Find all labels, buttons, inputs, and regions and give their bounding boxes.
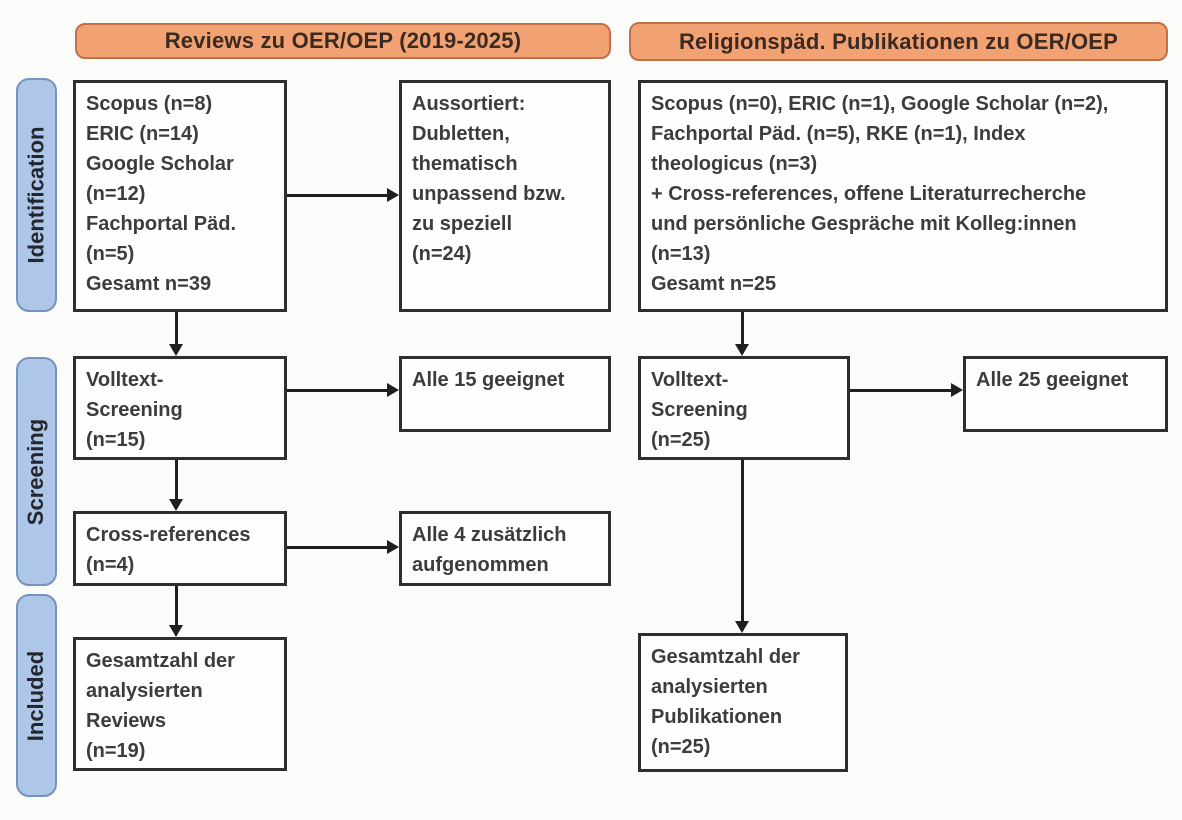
arrow-line [175,312,178,344]
box-left-identification-sources: Scopus (n=8) ERIC (n=14) Google Scholar … [73,80,287,312]
box-left-cross-references: Cross-references (n=4) [73,511,287,586]
box-left-eligible: Alle 15 geeignet [399,356,611,432]
arrow-line [287,389,387,392]
box-left-included-total: Gesamtzahl der analysierten Reviews (n=1… [73,637,287,771]
box-left-excluded: Aussortiert: Dubletten, thematisch unpas… [399,80,611,312]
column-header-religionspaed: Religionspäd. Publikationen zu OER/OEP [629,22,1168,61]
box-right-identification-sources: Scopus (n=0), ERIC (n=1), Google Scholar… [638,80,1168,312]
arrowhead-down-icon [735,344,749,356]
stage-label-included-text: Included [23,650,49,741]
arrow-line [175,460,178,499]
box-right-included-total: Gesamtzahl der analysierten Publikatione… [638,633,848,772]
box-right-eligible: Alle 25 geeignet [963,356,1168,432]
arrow-line [287,194,387,197]
arrowhead-right-icon [951,383,963,397]
arrowhead-down-icon [169,344,183,356]
stage-label-screening: Screening [16,357,57,586]
arrowhead-right-icon [387,383,399,397]
stage-label-screening-text: Screening [23,418,49,525]
arrow-line [287,546,387,549]
arrow-line [741,460,744,621]
box-left-fulltext-screening: Volltext- Screening (n=15) [73,356,287,460]
arrow-line [850,389,951,392]
arrowhead-right-icon [387,188,399,202]
box-right-fulltext-screening: Volltext- Screening (n=25) [638,356,850,460]
arrowhead-down-icon [169,625,183,637]
arrowhead-down-icon [735,621,749,633]
stage-label-included: Included [16,594,57,797]
column-header-reviews: Reviews zu OER/OEP (2019-2025) [75,23,611,59]
stage-label-identification: Identification [16,78,57,312]
box-left-added: Alle 4 zusätzlich aufgenommen [399,511,611,586]
arrowhead-down-icon [169,499,183,511]
arrowhead-right-icon [387,540,399,554]
stage-label-identification-text: Identification [23,126,49,264]
arrow-line [175,586,178,625]
arrow-line [741,312,744,344]
